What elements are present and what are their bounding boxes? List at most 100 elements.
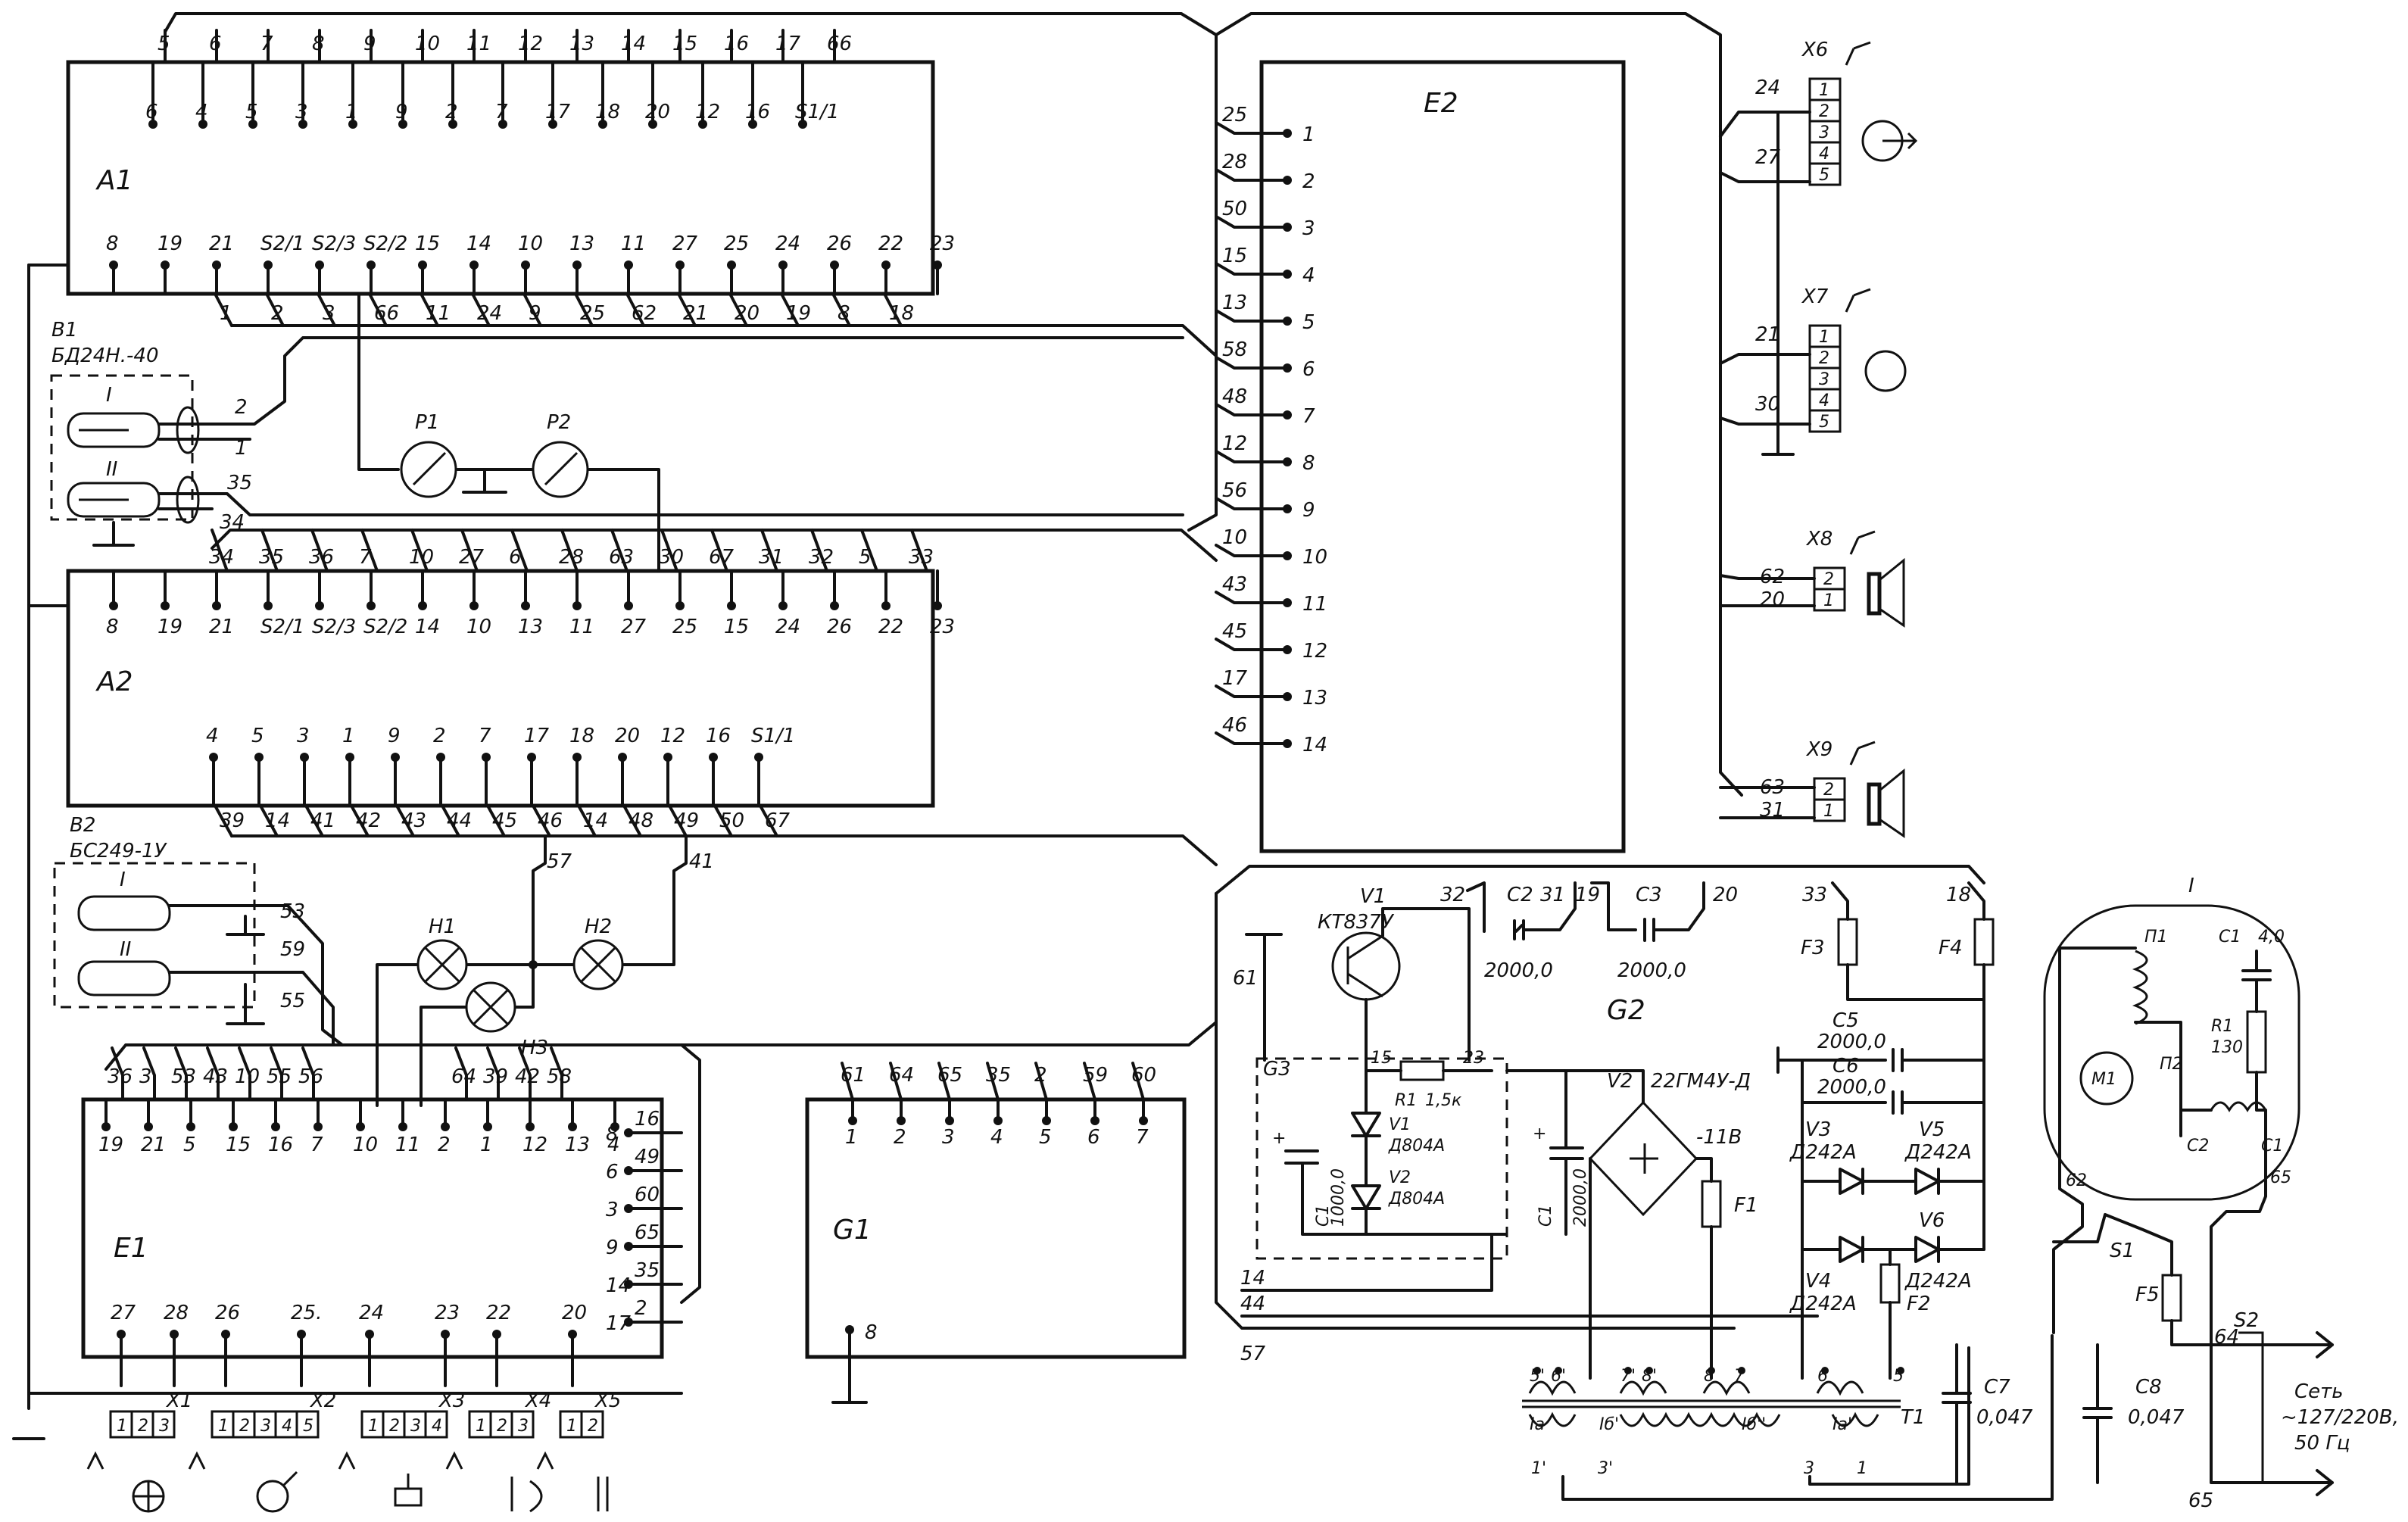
g2-wire-19: 19 <box>1575 884 1600 906</box>
g3-frame <box>1255 1057 1508 1260</box>
fuse-f3 <box>1837 918 1858 966</box>
a2-top-pin-dot <box>572 601 582 610</box>
motor-wire-62: 62 <box>2066 1171 2087 1190</box>
a1-bot-pin-dot <box>572 260 582 270</box>
e1-top-pin-label: 16 <box>268 1134 293 1156</box>
a2-bot-pin-label: 5 <box>251 725 264 747</box>
e2-wire-label: 28 <box>1222 151 1247 173</box>
a2-top-pin-label: 24 <box>775 616 800 638</box>
speaker-x9-body <box>1867 782 1882 826</box>
a2-bottom-wire-label: 49 <box>674 809 699 832</box>
radio-symbol <box>256 1480 289 1513</box>
meter-p2-label: P2 <box>547 411 571 434</box>
a1-top-pin-label: 1 <box>345 101 358 123</box>
connector-x4-pin-label: 1 <box>476 1417 486 1436</box>
conn-x8-pin-label: 2 <box>1823 570 1834 589</box>
a1-top-pin-dot <box>198 120 207 129</box>
a2-bot-pin-label: 3 <box>297 725 310 747</box>
a2-top-pin-dot <box>469 601 479 610</box>
a2-top-wire-label: 6 <box>509 546 522 569</box>
e1-top-pin-dot <box>398 1122 407 1131</box>
a1-top-pin-dot <box>598 120 607 129</box>
e1-top-pin-dot <box>313 1122 323 1131</box>
connector-x4-pin-label: 2 <box>497 1417 507 1436</box>
switch-s1-label: S1 <box>2110 1240 2135 1262</box>
e1-bottom-pin-dot <box>221 1330 230 1339</box>
a2-top-pin-dot <box>161 601 170 610</box>
zener-vd1-type: Д804А <box>1388 1137 1445 1156</box>
motor-r1-value: 130 <box>2211 1038 2243 1057</box>
conn-x6-ref: X6 <box>1801 39 1828 61</box>
a2-top-pin-label: 23 <box>930 616 955 638</box>
e1-right-wire-label: 2 <box>635 1297 647 1320</box>
g1-pin-label: 7 <box>1136 1126 1149 1149</box>
e2-wire-label: 43 <box>1222 573 1247 596</box>
a1-bottom-wire-label: 66 <box>374 302 399 325</box>
t1-primary-pin-label: 3' <box>1598 1459 1613 1478</box>
a1-bot-pin-label: 22 <box>878 232 903 255</box>
a1-bot-pin-dot <box>778 260 788 270</box>
e1-bottom-pin-label: 20 <box>562 1302 587 1324</box>
b1-wire-1: 1 <box>235 437 248 460</box>
e1-top-pin-label: 12 <box>522 1134 547 1156</box>
t1-primary-pin-label: 3 <box>1804 1459 1814 1478</box>
g1-ground-pin-label: 8 <box>865 1321 878 1344</box>
block-g1-outline <box>805 1097 1187 1359</box>
a2-bottom-wire-label: 43 <box>401 809 426 832</box>
switch-s2-label: S2 <box>2234 1309 2259 1332</box>
meters: P1 P2 <box>357 292 660 572</box>
g1-top-wire-label: 59 <box>1083 1064 1108 1087</box>
conn-x8-pin-label: 1 <box>1823 591 1834 610</box>
t1-secondary-pin-dot <box>1555 1367 1562 1374</box>
e2-wire-label: 15 <box>1222 245 1247 267</box>
a1-top-wire-pin-label: 5 <box>158 33 170 55</box>
e2-pin-dot <box>1283 645 1292 654</box>
diode-v6-type: Д242А <box>1904 1270 1972 1293</box>
a2-top-pin-label: 14 <box>415 616 440 638</box>
a1-bottom-wire-label: 24 <box>477 302 502 325</box>
conn-x7-pin-label: 2 <box>1819 349 1829 368</box>
connector-x5-pin-label: 2 <box>588 1417 598 1436</box>
c1b-plus: + <box>1533 1124 1546 1143</box>
a2-bottom-wire-label: 39 <box>220 809 245 832</box>
connector-x3-pin-label: 1 <box>368 1417 379 1436</box>
a1-top-wire-pin-label: 11 <box>466 33 491 55</box>
conn-x9-pin-label: 2 <box>1823 781 1834 800</box>
g1-pin-label: 3 <box>942 1126 955 1149</box>
connector-x2-pin-label: 5 <box>303 1417 313 1436</box>
conn-x9-ref: X9 <box>1805 738 1833 761</box>
a1-top-pin-dot <box>348 120 357 129</box>
e1-top-wire-label: 43 <box>203 1065 228 1088</box>
fuse-f3-label: F3 <box>1801 937 1825 959</box>
a2-bot-pin-dot <box>709 753 718 762</box>
t1-secondary-pin-dot <box>1821 1367 1829 1374</box>
e1-top-pin-dot <box>271 1122 280 1131</box>
a2-top-wire-label: 30 <box>659 546 684 569</box>
b2-wire-55: 55 <box>280 990 305 1012</box>
g1-pin-dot <box>1042 1116 1051 1125</box>
a2-bottom-wire-label: 45 <box>492 809 517 832</box>
connector-x4-pin-cell <box>510 1410 535 1439</box>
a2-bot-pin-dot <box>572 753 582 762</box>
t1-primary-pin-label: Iб' <box>1599 1415 1619 1434</box>
a1-top-pin-label: 16 <box>745 101 770 123</box>
a1-bot-pin-label: 11 <box>621 232 646 255</box>
e2-pin-label: 9 <box>1302 499 1315 522</box>
a2-top-pin-label: 10 <box>466 616 491 638</box>
e1-top-wire-label: 64 <box>451 1065 476 1088</box>
a1-top-pin-label: 7 <box>495 101 508 123</box>
a2-bot-pin-dot <box>618 753 627 762</box>
a1-top-wire-pin-label: 6 <box>209 33 222 55</box>
a1-top-pin-dot <box>648 120 657 129</box>
g1-pin-dot <box>945 1116 954 1125</box>
conn-x7-pin-label: 5 <box>1819 413 1829 432</box>
connector-x5-pin-cell <box>580 1410 604 1439</box>
b1-wire-35: 35 <box>227 472 252 494</box>
a2-top-pin-dot <box>521 601 530 610</box>
e1-top-pin-label: 7 <box>310 1134 323 1156</box>
e1-bottom-pin-label: 27 <box>111 1302 136 1324</box>
e1-bottom-pin-label: 23 <box>435 1302 460 1324</box>
a1-bot-pin-label: 23 <box>930 232 955 255</box>
